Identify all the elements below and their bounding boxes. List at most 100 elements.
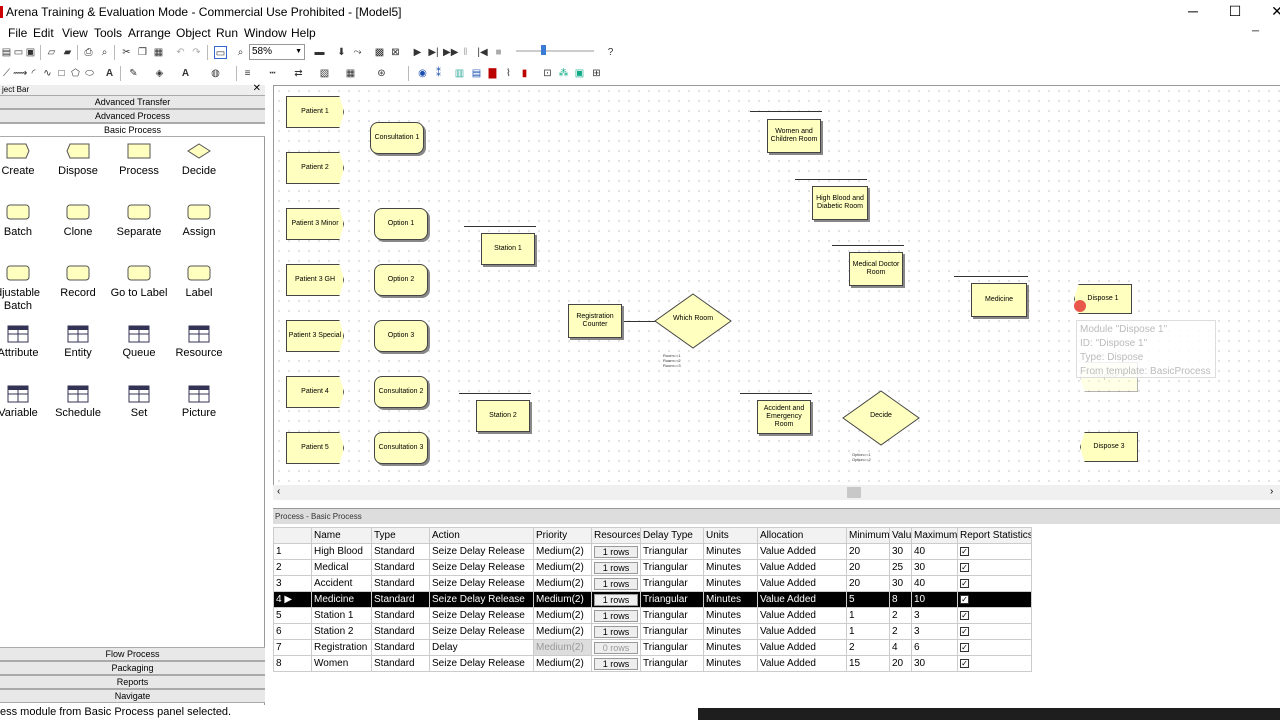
create-module-patient-3-minor[interactable]: Patient 3 Minor xyxy=(286,208,344,240)
cell-action[interactable]: Seize Delay Release xyxy=(429,543,534,560)
cell-name[interactable]: Medical xyxy=(311,559,372,576)
create-module-patient-1[interactable]: Patient 1 xyxy=(286,96,344,128)
cell-delay[interactable]: Triangular xyxy=(640,591,704,608)
process-module-women-and-children-room[interactable]: Women and Children Room xyxy=(767,119,821,153)
cell-min[interactable]: 1 xyxy=(846,607,890,624)
column-header[interactable]: Units xyxy=(703,527,758,544)
animate-connectors-icon[interactable]: ▩ xyxy=(374,47,385,58)
resources-rows-button[interactable]: 0 rows xyxy=(594,641,638,654)
print-preview-icon[interactable]: ⌕ xyxy=(101,47,108,58)
fill-color-icon[interactable]: ◈ xyxy=(155,68,164,79)
cell-priority[interactable]: Medium(2) xyxy=(533,655,592,672)
resources-rows-button[interactable]: 1 rows xyxy=(594,577,638,590)
report-statistics-checkbox[interactable]: ✓ xyxy=(960,547,969,556)
menu-window[interactable]: Window xyxy=(244,26,287,40)
background-color-icon[interactable]: ◍ xyxy=(211,68,220,79)
panel-tab-reports[interactable]: Reports xyxy=(0,675,265,689)
resources-rows-button[interactable]: 1 rows xyxy=(594,625,638,638)
plot-icon[interactable]: ⌇ xyxy=(506,68,511,79)
cell-min[interactable]: 2 xyxy=(846,639,890,656)
column-header[interactable]: Report Statistics xyxy=(957,527,1032,544)
report-statistics-checkbox[interactable]: ✓ xyxy=(960,627,969,636)
connect-icon[interactable]: ⬇ xyxy=(337,47,346,58)
cell-priority[interactable]: Medium(2) xyxy=(533,591,592,608)
column-header[interactable]: Action xyxy=(429,527,534,544)
cell-priority[interactable]: Medium(2) xyxy=(533,559,592,576)
assign-module-consultation-2[interactable]: Consultation 2 xyxy=(374,376,428,408)
resources-rows-button[interactable]: 1 rows xyxy=(594,657,638,670)
shape-record[interactable]: Record xyxy=(48,265,108,300)
shape-go-to-label[interactable]: Go to Label xyxy=(109,265,169,300)
shape-schedule[interactable]: Schedule xyxy=(48,385,108,420)
cell-n[interactable]: 2 xyxy=(273,559,312,576)
cell-resources[interactable]: 1 rows xyxy=(591,575,641,592)
column-header[interactable]: Name xyxy=(311,527,372,544)
shape-attribute[interactable]: Attribute xyxy=(0,325,48,360)
cell-report[interactable]: ✓ xyxy=(957,559,1032,576)
redo-icon[interactable]: ↷ xyxy=(192,47,201,58)
polyline-icon[interactable]: ⟿ xyxy=(13,68,28,79)
cell-max[interactable]: 40 xyxy=(911,543,958,560)
process-module-medicine[interactable]: Medicine xyxy=(971,283,1027,317)
cell-min[interactable]: 15 xyxy=(846,655,890,672)
cell-val[interactable]: 30 xyxy=(889,543,912,560)
menu-arrange[interactable]: Arrange xyxy=(128,26,171,40)
transporter-icon[interactable]: ▣ xyxy=(574,68,585,79)
shape-batch[interactable]: Batch xyxy=(0,204,48,239)
assign-module-option-3[interactable]: Option 3 xyxy=(374,320,428,352)
cell-val[interactable]: 4 xyxy=(889,639,912,656)
cell-priority[interactable]: Medium(2) xyxy=(533,575,592,592)
scroll-thumb[interactable] xyxy=(847,487,861,498)
cell-action[interactable]: Seize Delay Release xyxy=(429,575,534,592)
cell-min[interactable]: 1 xyxy=(846,623,890,640)
cell-n[interactable]: 6 xyxy=(273,623,312,640)
shape-set[interactable]: Set xyxy=(109,385,169,420)
process-module-high-blood-and-diabetic-room[interactable]: High Blood and Diabetic Room xyxy=(812,186,868,220)
clock-icon[interactable]: ◉ xyxy=(418,68,427,79)
assign-module-option-1[interactable]: Option 1 xyxy=(374,208,428,240)
cell-val[interactable]: 20 xyxy=(889,655,912,672)
end-icon[interactable]: ■ xyxy=(495,47,502,58)
cell-type[interactable]: Standard xyxy=(371,639,430,656)
column-header[interactable]: Value xyxy=(889,527,912,544)
start-over-icon[interactable]: |◀ xyxy=(477,47,488,58)
animate-icon[interactable]: ⊠ xyxy=(391,47,400,58)
global-icon[interactable]: ⁂ xyxy=(558,68,569,79)
layers-icon[interactable]: ▭ xyxy=(214,46,227,59)
cell-report[interactable]: ✓ xyxy=(957,591,1032,608)
cell-alloc[interactable]: Value Added xyxy=(757,607,847,624)
assign-module-consultation-3[interactable]: Consultation 3 xyxy=(374,432,428,464)
cell-n[interactable]: 5 xyxy=(273,607,312,624)
column-header[interactable]: Allocation xyxy=(757,527,847,544)
cell-max[interactable]: 30 xyxy=(911,559,958,576)
cell-resources[interactable]: 1 rows xyxy=(591,591,641,608)
cell-name[interactable]: Women xyxy=(311,655,372,672)
cell-n[interactable]: 7 xyxy=(273,639,312,656)
cell-delay[interactable]: Triangular xyxy=(640,559,704,576)
template-attach-icon[interactable]: ▱ xyxy=(47,47,56,58)
menu-tools[interactable]: Tools xyxy=(94,26,123,40)
column-header[interactable]: Priority xyxy=(533,527,592,544)
cell-type[interactable]: Standard xyxy=(371,591,430,608)
arrow-style-icon[interactable]: ⇄ xyxy=(294,68,303,79)
save-icon[interactable]: ▣ xyxy=(25,47,36,58)
cell-resources[interactable]: 1 rows xyxy=(591,607,641,624)
shape-picture[interactable]: Picture xyxy=(169,385,229,420)
cell-min[interactable]: 20 xyxy=(846,543,890,560)
level-icon[interactable]: ▤ xyxy=(471,68,482,79)
menu-edit[interactable]: Edit xyxy=(33,26,54,40)
step-icon[interactable]: ▶| xyxy=(428,47,439,58)
decide-module-decide[interactable]: Decide xyxy=(842,390,920,446)
cell-resources[interactable]: 1 rows xyxy=(591,559,641,576)
shape-adjustable-batch[interactable]: djustable Batch xyxy=(0,265,48,313)
cell-max[interactable]: 3 xyxy=(911,623,958,640)
text-icon[interactable]: A xyxy=(105,68,114,79)
cell-type[interactable]: Standard xyxy=(371,655,430,672)
cell-alloc[interactable]: Value Added xyxy=(757,559,847,576)
cell-delay[interactable]: Triangular xyxy=(640,543,704,560)
cell-max[interactable]: 10 xyxy=(911,591,958,608)
cell-type[interactable]: Standard xyxy=(371,607,430,624)
